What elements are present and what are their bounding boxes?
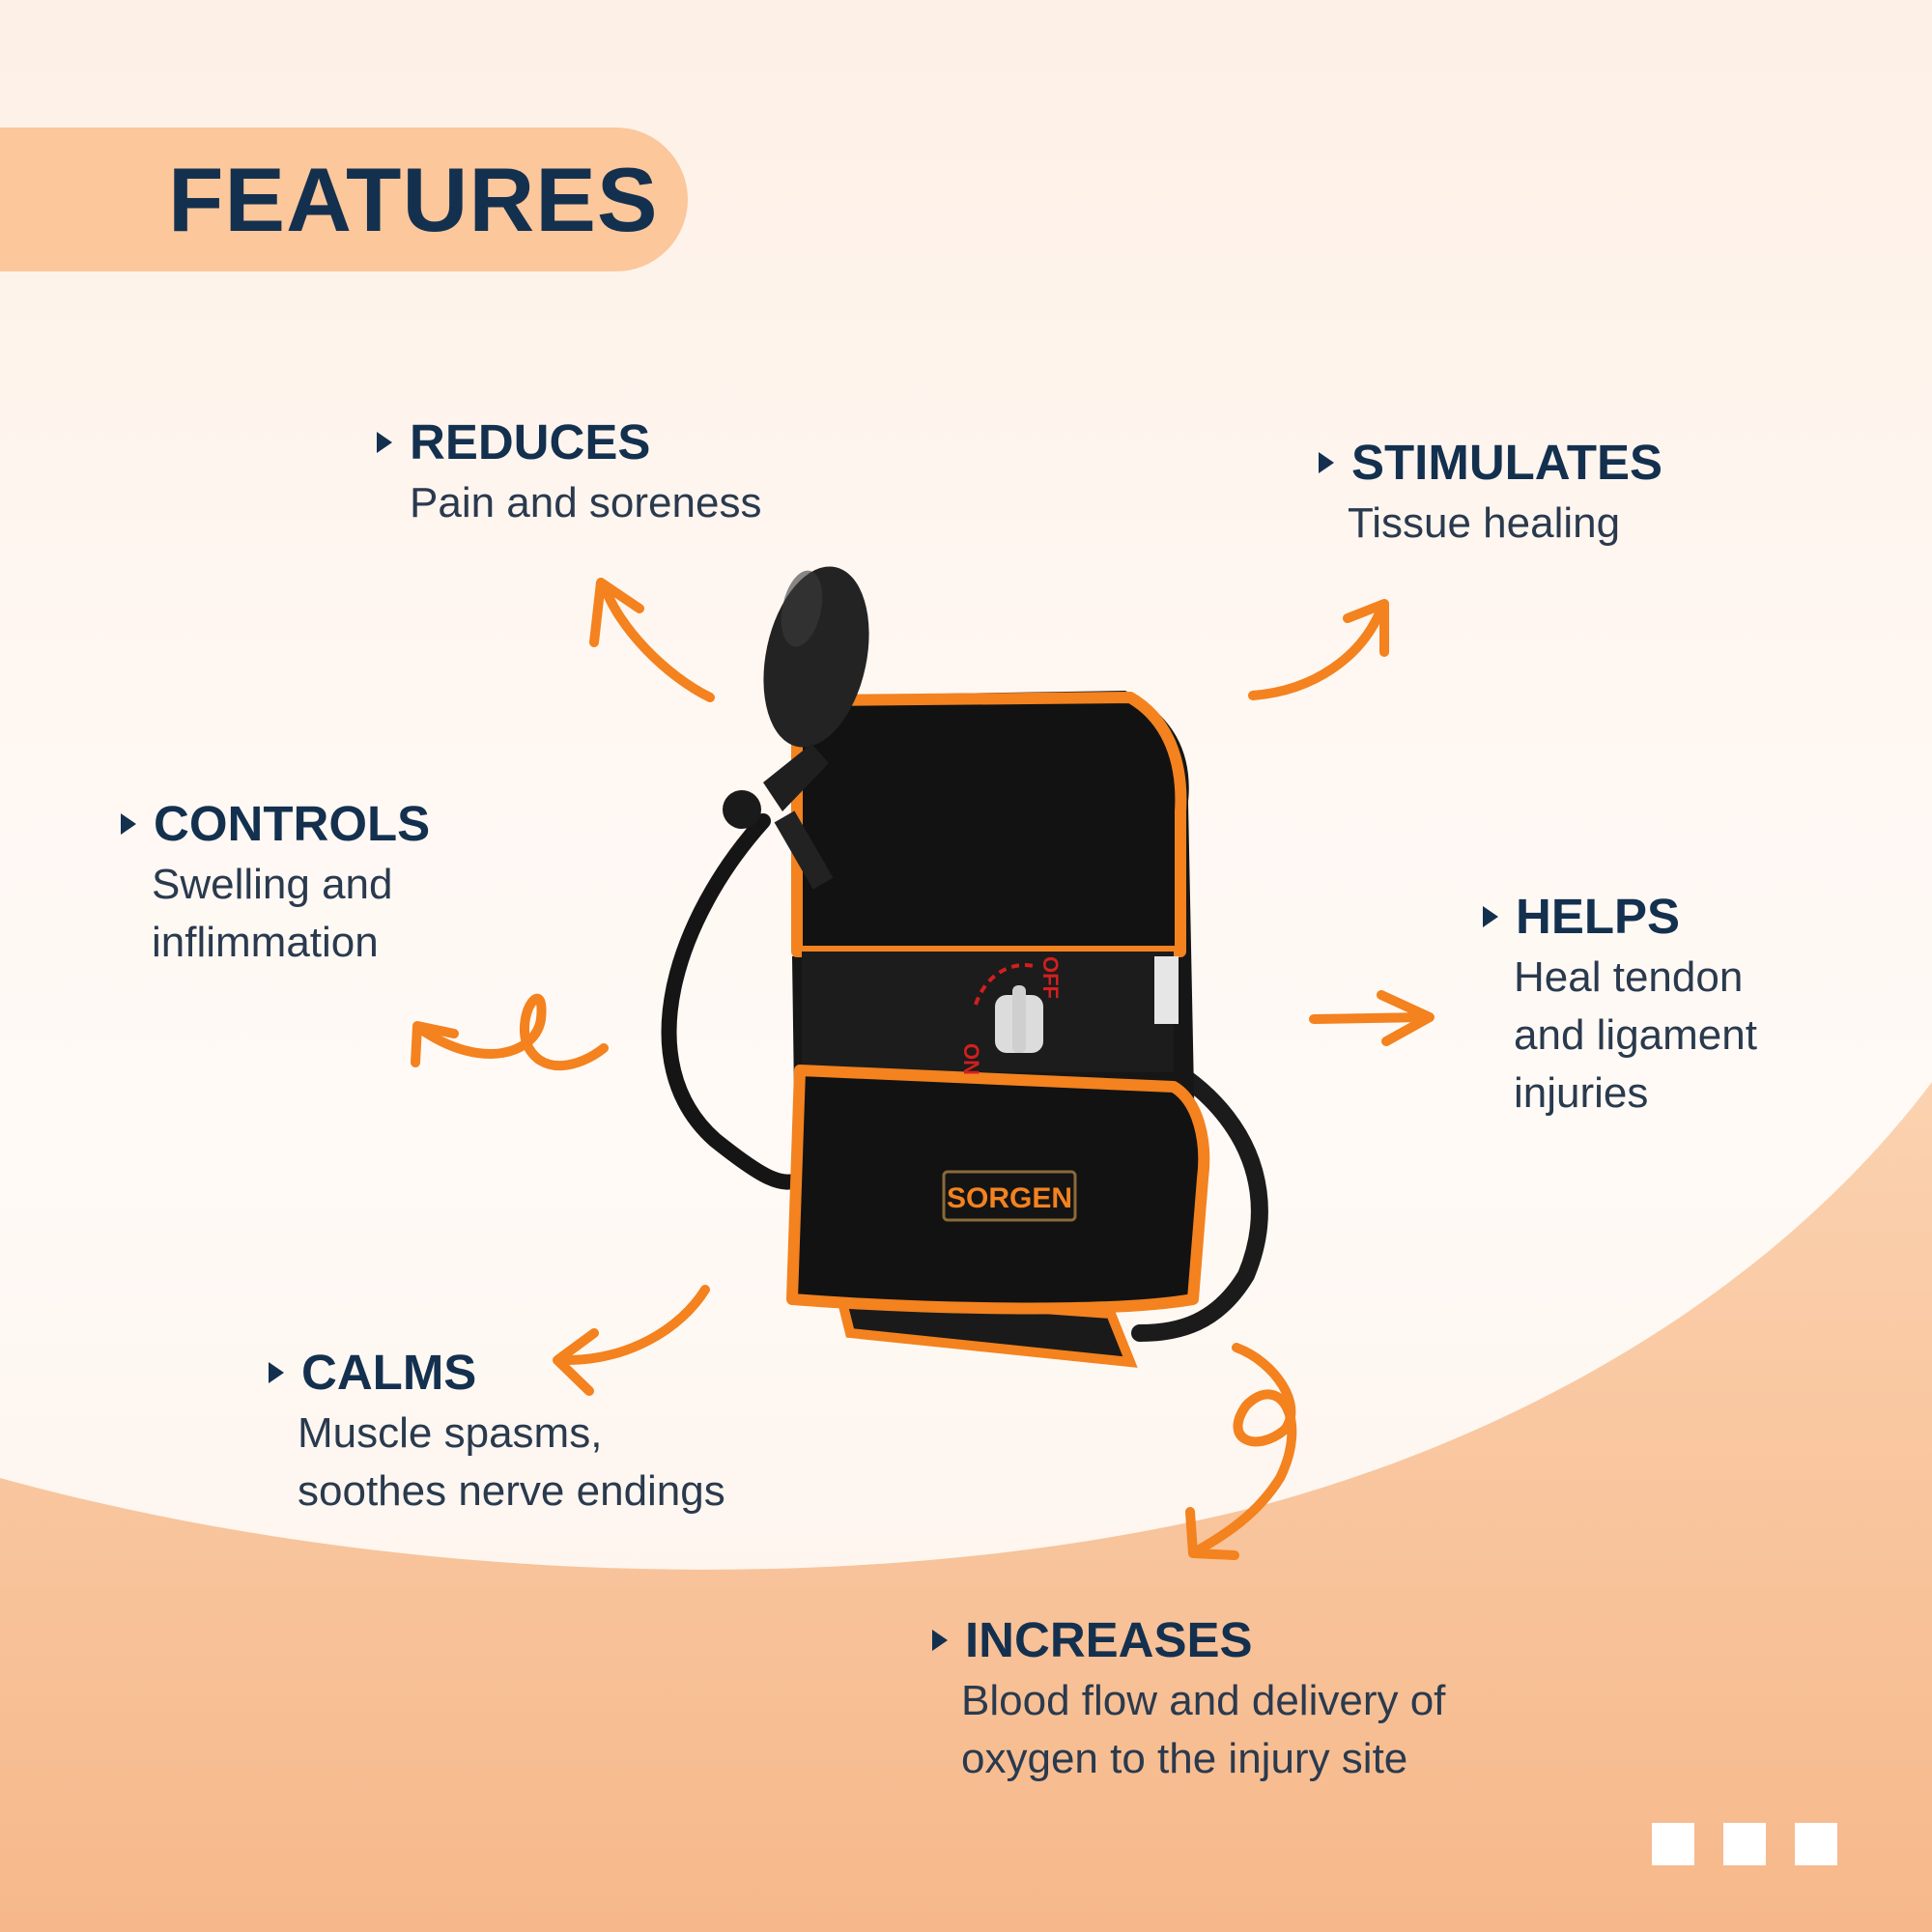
- feature-desc: Swelling and inflimmation: [152, 861, 393, 966]
- feature-desc: Tissue healing: [1348, 499, 1621, 547]
- feature-calms: CALMS Muscle spasms, soothes nerve endin…: [269, 1343, 725, 1520]
- brand-label: SORGEN: [947, 1182, 1072, 1214]
- feature-desc: Muscle spasms, soothes nerve endings: [298, 1409, 725, 1515]
- page-dot-1[interactable]: [1652, 1823, 1694, 1865]
- feature-label: INCREASES: [965, 1612, 1253, 1667]
- bullet-triangle-icon: [1319, 452, 1334, 473]
- feature-controls: CONTROLS Swelling and inflimmation: [121, 794, 430, 972]
- feature-helps: HELPS Heal tendon and ligament injuries: [1483, 887, 1757, 1122]
- page-dot-3[interactable]: [1795, 1823, 1837, 1865]
- arrow-controls-icon: [411, 993, 609, 1071]
- feature-stimulates: STIMULATES Tissue healing: [1319, 433, 1662, 553]
- arrow-stimulates-icon: [1248, 599, 1389, 700]
- arrow-reduces-icon: [589, 578, 715, 702]
- bullet-triangle-icon: [1483, 906, 1498, 927]
- bullet-triangle-icon: [932, 1630, 948, 1651]
- valve-off-label: OFF: [1038, 956, 1063, 999]
- arrow-calms-icon: [553, 1285, 710, 1396]
- page-dot-2[interactable]: [1723, 1823, 1766, 1865]
- bullet-triangle-icon: [269, 1362, 284, 1383]
- feature-desc: Blood flow and delivery of oxygen to the…: [961, 1677, 1446, 1782]
- valve-on-label: ON: [959, 1043, 983, 1075]
- arrow-helps-icon: [1309, 990, 1435, 1046]
- bullet-triangle-icon: [121, 813, 136, 835]
- feature-label: HELPS: [1516, 889, 1681, 944]
- feature-label: REDUCES: [410, 414, 651, 469]
- feature-label: CALMS: [301, 1345, 477, 1400]
- feature-increases: INCREASES Blood flow and delivery of oxy…: [932, 1610, 1445, 1788]
- feature-desc: Pain and soreness: [410, 479, 762, 526]
- page-title: FEATURES: [168, 149, 659, 250]
- feature-reduces: REDUCES Pain and soreness: [377, 412, 761, 532]
- title-banner: [0, 128, 688, 271]
- pagination-dots: [1652, 1823, 1837, 1865]
- feature-desc: Heal tendon and ligament injuries: [1514, 953, 1757, 1117]
- bullet-triangle-icon: [377, 432, 392, 453]
- feature-label: CONTROLS: [154, 796, 431, 851]
- feature-label: STIMULATES: [1351, 435, 1663, 490]
- arrow-increases-icon: [1185, 1343, 1297, 1560]
